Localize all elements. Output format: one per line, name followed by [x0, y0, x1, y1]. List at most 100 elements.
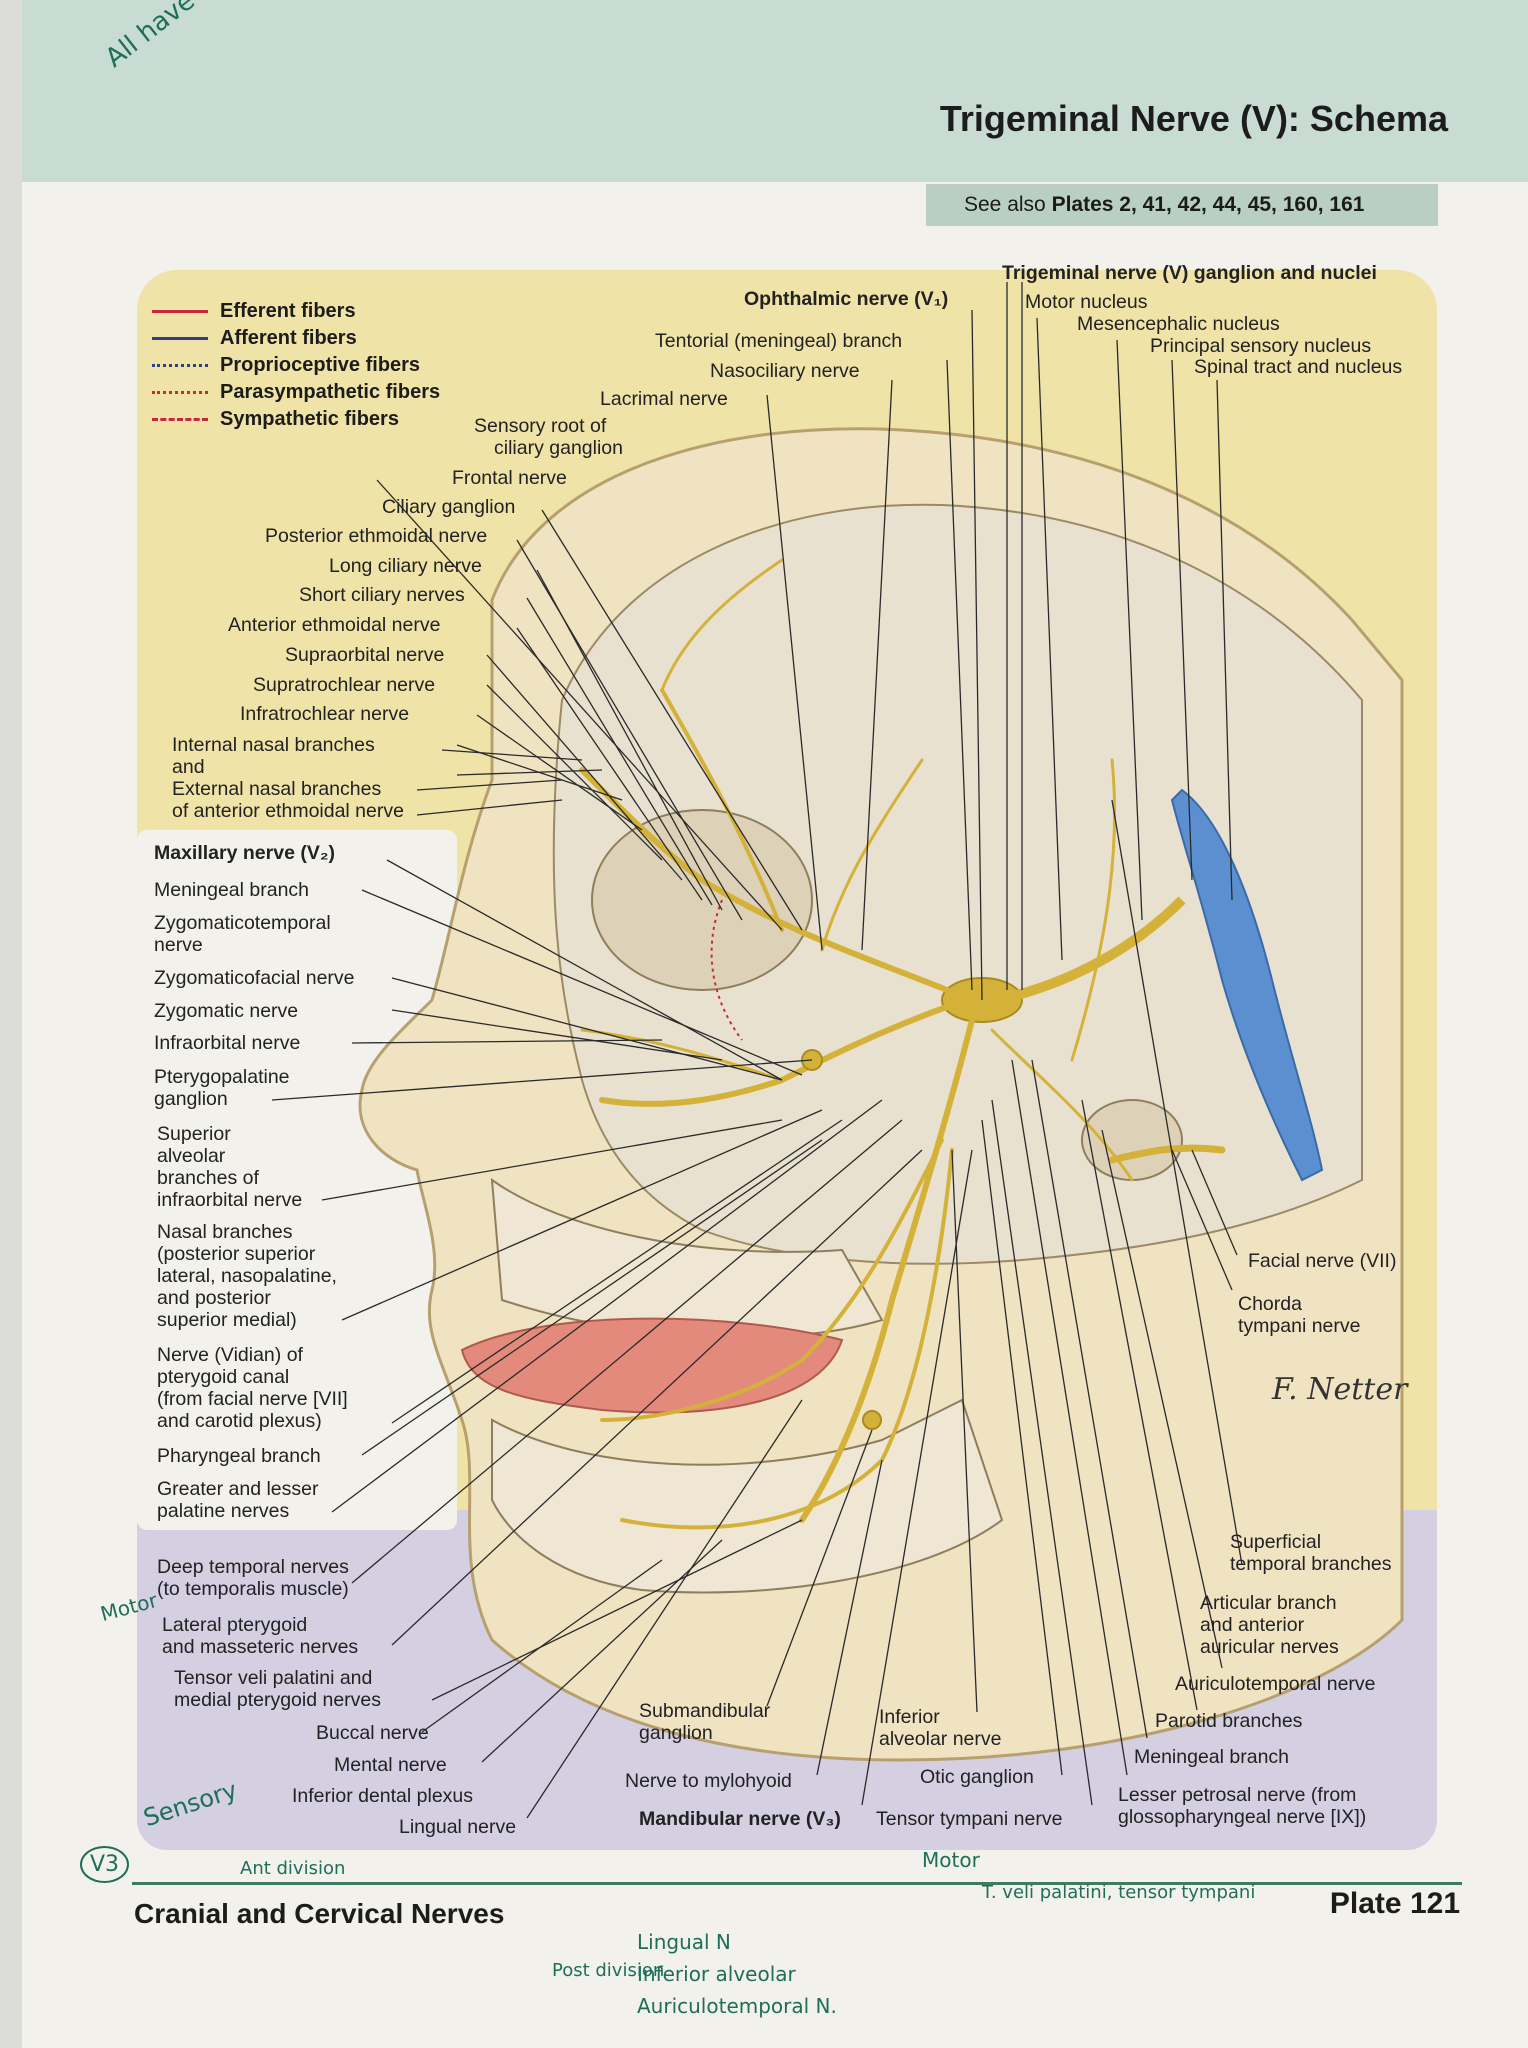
leader-lines [271, 282, 1243, 1819]
legend-item-proprioceptive: Proprioceptive fibers [152, 352, 440, 379]
handwritten-note-post-division: Post division [552, 1960, 665, 1981]
label-line: Deep temporal nerves [157, 1556, 349, 1578]
label-buccal-nerve: Buccal nerve [316, 1722, 429, 1744]
label-lateral-pterygoid: Lateral pterygoid and masseteric nerves [162, 1614, 358, 1658]
label-maxillary-nerve: Maxillary nerve (V₂) [154, 842, 335, 864]
label-line: tympani nerve [1238, 1315, 1361, 1337]
label-line: and carotid plexus) [157, 1410, 322, 1432]
legend-item-efferent: Efferent fibers [152, 298, 440, 325]
leader-line [861, 1149, 973, 1806]
artist-signature: F. Netter [1272, 1372, 1408, 1407]
label-line: (posterior superior [157, 1243, 316, 1265]
label-facial-nerve: Facial nerve (VII) [1248, 1250, 1397, 1272]
label-zygomatic: Zygomatic nerve [154, 1000, 299, 1022]
label-nasociliary-nerve: Nasociliary nerve [710, 360, 860, 382]
leader-line [476, 714, 643, 831]
nerve-trunks [579, 558, 1226, 1530]
label-nasal-branches-ethmoidal: Internal nasal branches and External nas… [172, 734, 404, 822]
label-line: of anterior ethmoidal nerve [172, 800, 404, 822]
label-line: temporal branches [1230, 1553, 1392, 1575]
label-infratrochlear: Infratrochlear nerve [240, 703, 410, 725]
label-inferior-dental-plexus: Inferior dental plexus [292, 1785, 474, 1807]
label-line: Submandibular [639, 1700, 771, 1722]
leader-line [361, 889, 803, 1076]
supraorbital-branch [660, 558, 784, 692]
label-line: branches of [157, 1167, 259, 1189]
leader-line [1101, 1129, 1223, 1669]
label-sensory-root: Sensory root of ciliary ganglion [474, 415, 623, 459]
leader-line [1081, 1099, 1198, 1711]
leader-line [766, 394, 823, 951]
lower-jaw [491, 1398, 1004, 1594]
label-line: superior medial) [157, 1309, 297, 1331]
leader-line [416, 779, 563, 791]
atlas-page: Trigeminal Nerve (V): Schema See also Pl… [22, 0, 1528, 2048]
legend-label: Efferent fibers [220, 300, 356, 322]
label-submandibular-ganglion: Submandibular ganglion [639, 1700, 770, 1744]
label-line: Chorda [1238, 1293, 1302, 1315]
label-line: medial pterygoid nerves [174, 1689, 382, 1711]
leader-line [1031, 1059, 1148, 1739]
label-zygomaticotemporal: Zygomaticotemporal nerve [154, 912, 331, 956]
label-vidian-nerve: Nerve (Vidian) of pterygoid canal (from … [157, 1344, 348, 1432]
label-line: Zygomaticotemporal [154, 912, 331, 934]
label-line: and posterior [157, 1287, 271, 1309]
label-line: Articular branch [1200, 1592, 1337, 1614]
label-spinal-tract: Spinal tract and nucleus [1194, 356, 1403, 378]
leader-line [416, 799, 563, 816]
label-line: Inferior [879, 1706, 940, 1728]
label-meningeal-branch-v3: Meningeal branch [1134, 1746, 1290, 1768]
maxillary-zone [137, 830, 457, 1530]
label-line: Pterygopalatine [154, 1066, 290, 1088]
label-auriculotemporal: Auriculotemporal nerve [1175, 1673, 1376, 1695]
label-ophthalmic-nerve: Ophthalmic nerve (V₁) [744, 288, 949, 310]
leader-line [421, 1559, 663, 1733]
label-anterior-ethmoidal: Anterior ethmoidal nerve [228, 614, 441, 636]
label-palatine-nerves: Greater and lesser palatine nerves [157, 1478, 319, 1522]
handwritten-note-tensor: T. veli palatini, tensor tympani [982, 1882, 1256, 1903]
head-illustration [271, 282, 1404, 1819]
lingual-branch [600, 1138, 944, 1422]
leader-line [391, 1009, 723, 1061]
label-line: and [172, 756, 205, 778]
label-meningeal-branch-v2: Meningeal branch [154, 879, 310, 901]
label-superficial-temporal: Superficial temporal branches [1230, 1531, 1392, 1575]
label-line: lateral, nasopalatine, [157, 1265, 337, 1287]
leader-line [351, 1119, 903, 1584]
label-line: palatine nerves [157, 1500, 290, 1522]
legend-label: Afferent fibers [220, 327, 357, 349]
legend-label: Proprioceptive fibers [220, 354, 421, 376]
mandibular-trunk [799, 1017, 975, 1523]
label-line: pterygoid canal [157, 1366, 290, 1388]
leader-line [351, 1039, 663, 1044]
leader-line [536, 569, 723, 911]
leader-line [946, 359, 973, 991]
label-supraorbital: Supraorbital nerve [285, 644, 445, 666]
leader-line [816, 1459, 883, 1776]
label-line: Sensory root of [474, 415, 607, 437]
legend-item-afferent: Afferent fibers [152, 325, 440, 352]
superficial-temporal-branch [1070, 758, 1117, 1062]
label-line: and masseteric nerves [162, 1636, 359, 1658]
label-articular-branch: Articular branch and anterior auricular … [1200, 1592, 1339, 1658]
trigeminal-root [1015, 896, 1186, 1000]
leader-line [1116, 339, 1143, 921]
leader-line [431, 1519, 803, 1701]
label-line: glossopharyngeal nerve [IX]) [1118, 1806, 1367, 1828]
legend-swatch [152, 337, 208, 340]
leader-line [486, 684, 663, 861]
label-line: Superficial [1230, 1531, 1322, 1553]
handwritten-note-inferior-alveolar: Inferior alveolar [637, 1962, 796, 1986]
leader-line [1171, 1149, 1233, 1291]
label-tentorial-branch: Tentorial (meningeal) branch [655, 330, 903, 352]
label-inferior-alveolar: Inferior alveolar nerve [879, 1706, 1001, 1750]
label-pharyngeal-branch: Pharyngeal branch [157, 1445, 321, 1467]
legend-swatch [152, 418, 208, 421]
label-lesser-petrosal: Lesser petrosal nerve (from glossopharyn… [1118, 1784, 1366, 1828]
legend-item-parasympathetic: Parasympathetic fibers [152, 379, 440, 406]
label-line: Superior [157, 1123, 231, 1145]
label-mesencephalic-nucleus: Mesencephalic nucleus [1077, 313, 1280, 335]
label-line: alveolar nerve [879, 1728, 1002, 1750]
label-line: Nasal branches [157, 1221, 293, 1243]
label-line: Lesser petrosal nerve (from [1118, 1784, 1357, 1806]
